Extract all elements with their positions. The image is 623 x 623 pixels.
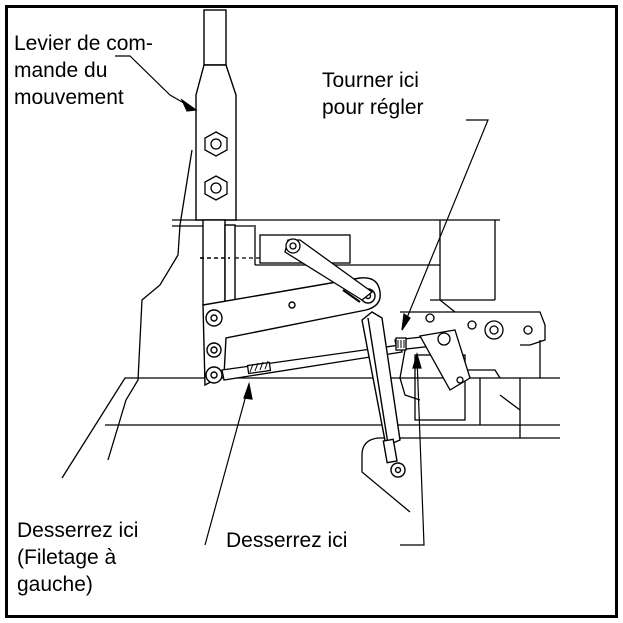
leader-lines xyxy=(115,55,489,546)
loosen-right-label: Desserrez ici xyxy=(226,529,348,552)
hex-nut-lower xyxy=(204,175,228,201)
turn-to-adjust-label: Tourner ici pour régler xyxy=(322,69,424,119)
right-linkage xyxy=(394,313,533,391)
lever-label: Levier de com- mande du mouvement xyxy=(14,32,153,109)
loosen-left-label: Desserrez ici (Filetage à gauche) xyxy=(17,519,139,596)
control-rod xyxy=(195,9,237,306)
adjusting-rod xyxy=(221,344,403,381)
cylinder xyxy=(361,311,406,478)
hex-nut-upper xyxy=(204,131,228,157)
machine-body xyxy=(61,149,560,513)
upper-link xyxy=(284,238,374,303)
diagram-border xyxy=(5,5,618,618)
